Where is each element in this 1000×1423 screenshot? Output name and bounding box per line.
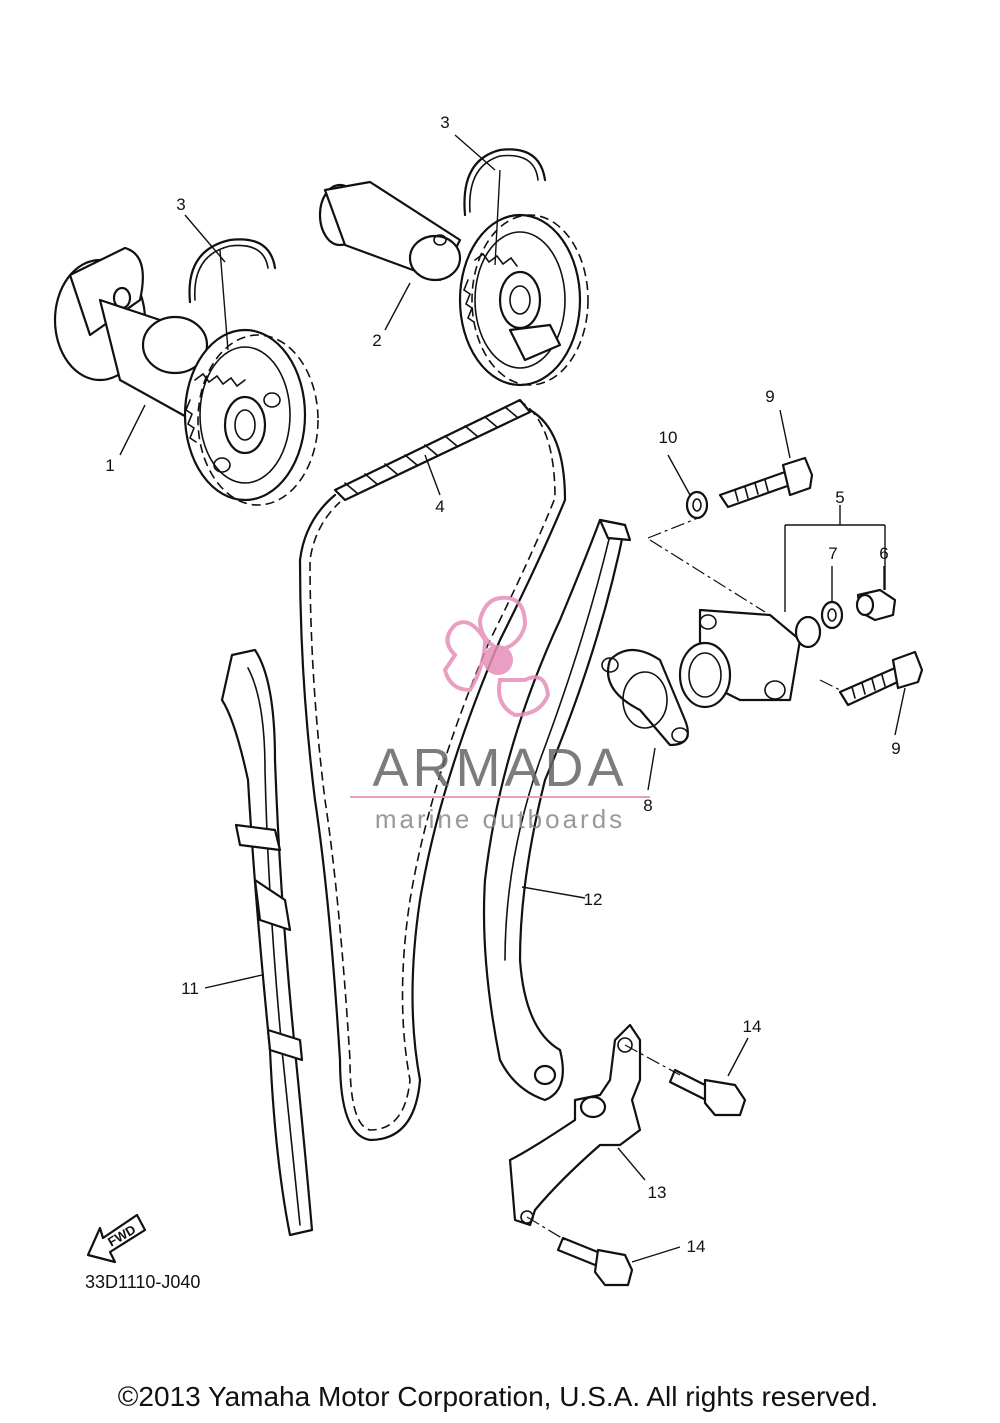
- watermark: ARMADA marine outboards: [350, 595, 650, 834]
- camshaft-2: [318, 180, 589, 387]
- callout-1: 1: [105, 456, 114, 475]
- callout-12: 12: [584, 890, 603, 909]
- gasket-8: [601, 648, 689, 747]
- callout-6: 6: [879, 544, 888, 563]
- callout-labels: 1 2 3 3 4 5 6 7 8 9 9 10 11 12 13 14 14: [105, 113, 900, 1256]
- callout-4: 4: [435, 497, 444, 516]
- camshaft-1: [53, 246, 319, 506]
- bolt-9-lower: [838, 650, 924, 707]
- watermark-tagline: marine outboards: [375, 804, 625, 834]
- chain-guide-11: [220, 648, 314, 1237]
- bolt-9-upper: [718, 456, 814, 509]
- callout-2: 2: [372, 331, 381, 350]
- propeller-logo: [442, 595, 551, 718]
- bolt-14-upper: [668, 1068, 747, 1117]
- callout-14-lower: 14: [687, 1237, 706, 1256]
- watermark-brand: ARMADA: [372, 738, 627, 798]
- washer-10: [685, 490, 709, 520]
- callout-3-right: 3: [440, 113, 449, 132]
- callout-10: 10: [659, 428, 678, 447]
- bracket-13: [508, 1023, 642, 1227]
- forward-arrow-icon: FWD: [86, 1213, 147, 1264]
- callout-9-upper: 9: [765, 387, 774, 406]
- diagram-code: 33D1110-J040: [85, 1272, 200, 1292]
- callout-14-upper: 14: [743, 1017, 762, 1036]
- washer-7: [820, 600, 844, 630]
- bolt-14-lower: [556, 1236, 634, 1287]
- callout-11: 11: [181, 979, 199, 998]
- copyright-notice: ©2013 Yamaha Motor Corporation, U.S.A. A…: [118, 1381, 878, 1412]
- timing-chain-4: [298, 398, 567, 1142]
- circlip-3-right: [463, 148, 547, 217]
- circlip-3-left: [188, 238, 277, 304]
- chain-guide-12: [482, 518, 632, 1102]
- callout-3-left: 3: [176, 195, 185, 214]
- cap-bolt-6: [855, 588, 897, 622]
- leader-lines: [119, 134, 906, 1263]
- callout-7: 7: [828, 544, 837, 563]
- callout-5: 5: [835, 488, 844, 507]
- callout-13: 13: [648, 1183, 667, 1202]
- callout-8: 8: [643, 796, 652, 815]
- tensioner-assembly-5: [678, 608, 822, 709]
- callout-9-lower: 9: [891, 739, 900, 758]
